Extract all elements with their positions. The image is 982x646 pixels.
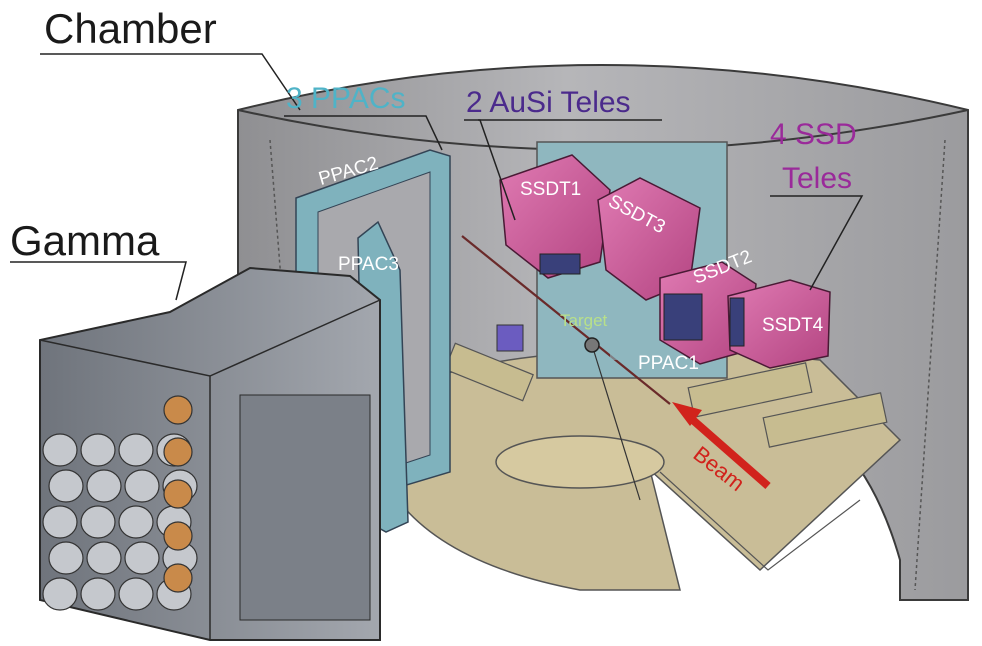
ppac1-label: PPAC1 bbox=[638, 353, 699, 374]
chamber-floor bbox=[379, 342, 902, 591]
chamber-label: Chamber bbox=[44, 5, 217, 52]
gamma-side-port bbox=[163, 395, 193, 425]
gamma-tube bbox=[124, 541, 160, 575]
gamma-tube bbox=[124, 469, 160, 503]
gamma-side-port bbox=[163, 437, 193, 467]
gamma-tube bbox=[86, 541, 122, 575]
gamma-array bbox=[39, 266, 381, 641]
gamma-tube-grid bbox=[42, 395, 198, 611]
ssd-teles-label-line2: Teles bbox=[782, 162, 853, 195]
leader-lines bbox=[10, 53, 864, 301]
gamma-tube bbox=[48, 541, 84, 575]
ssdt1-module bbox=[499, 154, 611, 279]
target-foil bbox=[584, 337, 600, 353]
ssdt1-label: SSDT1 bbox=[520, 179, 582, 200]
ppac3-label: PPAC3 bbox=[338, 254, 399, 275]
ssdt4-module bbox=[727, 279, 831, 369]
ausi-teles-label: 2 AuSi Teles bbox=[466, 86, 631, 119]
gamma-tube bbox=[42, 505, 78, 539]
gamma-tube bbox=[80, 433, 116, 467]
gamma-tube bbox=[80, 577, 116, 611]
gamma-tube bbox=[48, 469, 84, 503]
beam-arrow bbox=[672, 402, 771, 490]
ppacs-label: 3 PPACs bbox=[286, 82, 406, 115]
gamma-tube bbox=[118, 433, 154, 467]
gamma-tube bbox=[86, 469, 122, 503]
gamma-label: Gamma bbox=[10, 217, 160, 264]
ssdt4-label: SSDT4 bbox=[762, 315, 824, 336]
gamma-tube bbox=[80, 505, 116, 539]
gamma-tube bbox=[42, 577, 78, 611]
gamma-side-port bbox=[163, 521, 193, 551]
gamma-side-port bbox=[163, 563, 193, 593]
gamma-side-port bbox=[163, 479, 193, 509]
beam-line bbox=[461, 235, 671, 501]
ssd-teles-label-line1: 4 SSD bbox=[770, 118, 857, 151]
gamma-tube bbox=[118, 577, 154, 611]
gamma-tube bbox=[118, 505, 154, 539]
target-label: Target bbox=[560, 311, 608, 330]
gamma-tube bbox=[42, 433, 78, 467]
